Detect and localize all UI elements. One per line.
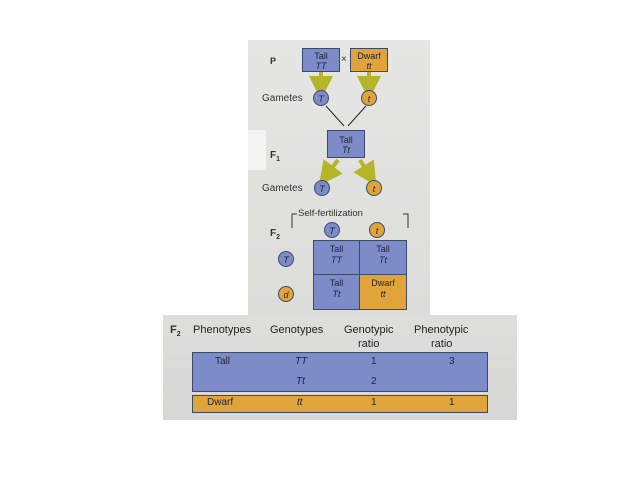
self-fertilization-bracket <box>291 213 409 228</box>
row-tt-genotypic-ratio: 1 <box>371 397 377 408</box>
f1-gamete-t: t <box>366 180 382 196</box>
header-phenotypic: Phenotypic <box>414 324 469 336</box>
row-TT-genotypic-ratio: 1 <box>371 356 377 367</box>
f2-table-label: F2 <box>170 324 181 339</box>
dwarf-parent-box: Dwarf tt <box>350 48 388 72</box>
p-generation-label: P <box>270 56 277 66</box>
row-dwarf-phenotypic-ratio: 1 <box>449 397 455 408</box>
header-genotypic-ratio: ratio <box>358 338 380 350</box>
square-left-gamete-T: T <box>278 251 294 267</box>
square-top-gamete-t: t <box>369 222 385 238</box>
tall-row-band <box>192 352 488 392</box>
arrow-f1-to-gamete-t <box>353 158 377 187</box>
square-left-gamete-d: d <box>278 286 294 302</box>
f1-gametes-label: Gametes <box>262 183 303 194</box>
dwarf-parent-genotype: tt <box>366 61 372 71</box>
line-gamete-T-to-f1 <box>325 105 345 127</box>
dwarf-parent-phenotype: Dwarf <box>357 51 381 61</box>
p-gamete-t: t <box>361 90 377 106</box>
p-gametes-label: Gametes <box>262 93 303 104</box>
row-tall-phenotypic-ratio: 3 <box>449 356 455 367</box>
header-phenotypes: Phenotypes <box>193 324 252 336</box>
tall-parent-phenotype: Tall <box>314 51 328 61</box>
square-top-gamete-T: T <box>324 222 340 238</box>
row-tt-genotype: tt <box>297 397 303 408</box>
f2-square-label: F2 <box>270 228 281 241</box>
line-gamete-t-to-f1 <box>347 105 367 127</box>
f1-genotype: Tt <box>342 145 350 155</box>
row-dwarf-phenotype: Dwarf <box>207 397 234 408</box>
tall-parent-genotype: TT <box>315 61 327 71</box>
f1-phenotype: Tall <box>339 135 353 145</box>
arrow-f1-to-gamete-T <box>318 158 343 186</box>
row-tall-phenotype: Tall <box>215 356 231 367</box>
header-genotypic: Genotypic <box>344 324 394 336</box>
dwarf-row-band <box>192 395 488 413</box>
row-Tt-genotype: Tt <box>296 376 305 387</box>
page-fold-shadow <box>248 130 266 170</box>
cross-symbol: × <box>341 54 347 65</box>
header-genotypes: Genotypes <box>270 324 324 336</box>
f1-hybrid-box: Tall Tt <box>327 130 365 158</box>
header-phenotypic-ratio: ratio <box>431 338 453 350</box>
f1-generation-label: F1 <box>270 150 281 163</box>
tall-parent-box: Tall TT <box>302 48 340 72</box>
p-gamete-T: T <box>313 90 329 106</box>
f1-gamete-T: T <box>314 180 330 196</box>
self-fertilization-label: Self-fertilization <box>298 208 363 219</box>
row-TT-genotype: TT <box>295 356 308 367</box>
row-Tt-genotypic-ratio: 2 <box>371 376 377 387</box>
